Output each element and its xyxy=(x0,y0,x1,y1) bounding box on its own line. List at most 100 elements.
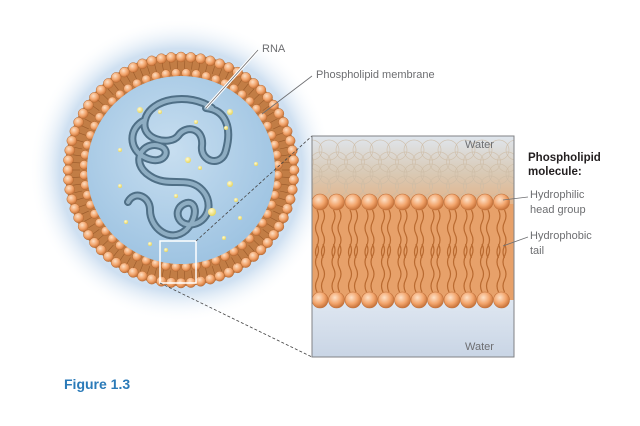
membrane-head xyxy=(69,203,81,214)
membrane-head xyxy=(273,221,285,232)
lower-head xyxy=(328,291,345,309)
membrane-tail xyxy=(92,229,100,235)
membrane-head xyxy=(137,270,148,282)
membrane-head xyxy=(63,154,74,166)
background-head-outline xyxy=(318,139,340,161)
membrane-tail xyxy=(205,64,208,73)
membrane-head xyxy=(288,174,299,186)
background-head-outline xyxy=(412,151,433,173)
water-region-bottom xyxy=(312,300,514,357)
hydrophilic-heads xyxy=(312,193,510,309)
membrane-tail xyxy=(237,253,243,261)
membrane-closeup xyxy=(312,136,514,357)
membrane-tail xyxy=(78,204,87,208)
membrane-tail xyxy=(258,99,265,106)
upper-tail xyxy=(419,209,425,259)
interior-molecule xyxy=(208,208,216,216)
upper-tail xyxy=(347,209,353,259)
rna-leader-line xyxy=(205,49,259,109)
interior-molecule xyxy=(185,157,191,163)
upper-tail xyxy=(314,209,320,259)
membrane-head xyxy=(64,184,75,195)
membrane-head xyxy=(273,108,285,119)
membrane-label: Phospholipid membrane xyxy=(316,69,435,81)
lower-tail xyxy=(403,243,408,293)
membrane-head xyxy=(110,257,122,268)
lower-tail xyxy=(413,243,419,293)
background-head-outline xyxy=(312,163,323,185)
background-head-outline xyxy=(454,163,476,185)
membrane-head xyxy=(195,53,206,64)
membrane-head xyxy=(127,267,139,278)
closeup-frame xyxy=(311,135,515,358)
membrane-head xyxy=(103,78,114,89)
membrane-tail xyxy=(242,249,249,257)
upper-tail xyxy=(386,209,392,259)
membrane-head xyxy=(284,193,296,205)
membrane-head xyxy=(223,62,235,73)
background-head-outline xyxy=(488,163,510,185)
membrane-tail xyxy=(119,253,125,261)
lower-tail xyxy=(331,243,336,293)
membrane-tail xyxy=(279,190,288,193)
membrane-tail xyxy=(73,154,82,157)
lower-tail xyxy=(452,243,458,293)
lower-head xyxy=(377,291,395,309)
membrane-head xyxy=(73,212,84,224)
upper-tail xyxy=(496,209,501,259)
interior-molecule xyxy=(118,184,122,188)
membrane-head xyxy=(223,267,235,278)
membrane-tail xyxy=(231,257,236,265)
membrane-head xyxy=(69,126,81,137)
zoom-connector-bottom xyxy=(159,282,313,358)
interior-molecule xyxy=(224,126,228,130)
lower-tail xyxy=(314,243,320,293)
interior-molecule xyxy=(174,194,178,198)
upper-head xyxy=(377,193,395,211)
interior-molecule xyxy=(238,216,242,220)
upper-tail xyxy=(502,209,507,259)
tail-label-line2: tail xyxy=(530,245,545,257)
membrane-head xyxy=(204,55,216,67)
membrane-head xyxy=(62,164,74,176)
background-head-outline xyxy=(344,151,365,173)
membrane-tail xyxy=(74,190,83,193)
interior-molecule xyxy=(222,236,226,240)
membrane-head xyxy=(77,108,89,119)
background-head-outline xyxy=(437,139,459,161)
upper-head xyxy=(427,193,444,211)
head-label-line2: head group xyxy=(530,204,586,216)
membrane-tail xyxy=(107,244,114,252)
membrane-tail xyxy=(211,66,215,75)
background-head-outline xyxy=(395,151,416,173)
membrane-tail xyxy=(218,68,223,77)
upper-tail xyxy=(463,209,468,259)
upper-tail xyxy=(469,209,474,259)
membrane-head xyxy=(255,84,267,96)
membrane-tail xyxy=(76,139,84,143)
background-head-outline xyxy=(446,151,467,173)
membrane-tail xyxy=(225,260,230,269)
interior-molecule xyxy=(148,242,152,246)
interior-molecule xyxy=(254,162,258,166)
membrane-head xyxy=(248,251,259,262)
membrane-head xyxy=(185,52,197,63)
background-head-outline xyxy=(335,163,357,185)
membrane-head xyxy=(284,135,296,147)
membrane-head xyxy=(66,135,78,147)
interior-molecule xyxy=(227,181,233,187)
lower-head xyxy=(427,291,444,309)
membrane-tail xyxy=(102,94,109,101)
molecule-title-line1: Phospholipid xyxy=(528,152,601,164)
membrane-head xyxy=(83,229,94,241)
membrane-head xyxy=(119,66,130,78)
background-head-outline xyxy=(429,151,450,173)
membrane-leader-line xyxy=(261,75,313,115)
membrane-tail xyxy=(205,267,208,276)
rna-label: RNA xyxy=(262,43,286,55)
lower-tail xyxy=(370,243,375,293)
membrane-head xyxy=(156,276,167,287)
membrane-tail xyxy=(270,217,278,222)
membrane-tail xyxy=(92,105,100,111)
